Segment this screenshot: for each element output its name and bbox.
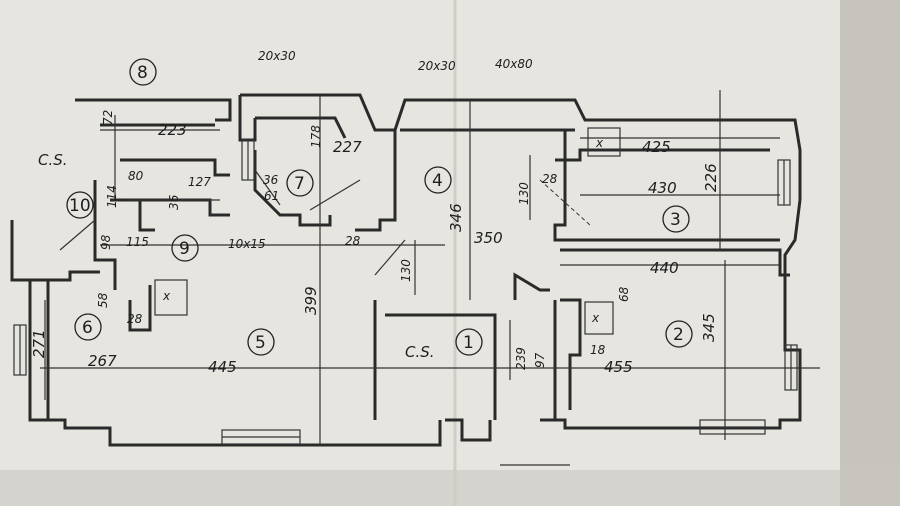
room-number-4: 4: [432, 171, 443, 191]
dim-room2-height: 345: [700, 313, 718, 342]
dim-18: 18: [590, 343, 606, 357]
room-marker-2: [665, 320, 693, 348]
dim-room4-width: 350: [474, 229, 503, 247]
dim-36-b: 36: [263, 173, 279, 187]
dim-room6-height: 271: [30, 329, 48, 358]
interior-walls: [46, 116, 790, 420]
dim-425: 425: [642, 138, 671, 156]
room-marker-8: [129, 58, 157, 86]
dim-room3-width: 430: [648, 179, 677, 197]
outer-walls: [10, 93, 802, 447]
radiator-left: [241, 139, 255, 181]
window-bottom-left: [221, 429, 301, 445]
room-number-9: 9: [179, 239, 190, 259]
paper-shadow-right: [840, 0, 900, 506]
header-label-1: 20x30: [258, 49, 296, 63]
room-marker-5: [247, 328, 275, 356]
room-number-2: 2: [673, 325, 684, 345]
dim-room5-height: 399: [302, 286, 320, 315]
dim-room8-width: 223: [158, 121, 187, 139]
room-marker-6: [74, 313, 102, 341]
dim-114: 114: [105, 185, 119, 208]
dim-room7-height: 178: [309, 125, 323, 148]
svg-text:x: x: [591, 311, 600, 325]
radiator-right: [777, 159, 791, 206]
cs-label-left: C.S.: [38, 151, 68, 169]
room-marker-1: [455, 328, 483, 356]
dim-28-b: 28: [345, 234, 361, 248]
room-marker-9: [171, 234, 199, 262]
room-number-5: 5: [255, 333, 266, 353]
dim-room8-height: 72: [101, 110, 115, 125]
header-label-2: 20x30: [418, 59, 456, 73]
room-number-1: 1: [463, 333, 474, 353]
fixture-box-room3: x: [587, 127, 621, 157]
dim-239: 239: [514, 347, 528, 370]
fixture-box-room2: x: [584, 301, 614, 335]
svg-text:x: x: [162, 289, 171, 303]
dim-room2-width: 455: [604, 358, 633, 376]
dim-28-a: 28: [542, 172, 558, 186]
dim-room7-width: 227: [333, 138, 362, 156]
paper-shadow-bottom: [0, 470, 900, 506]
room-marker-4: [424, 166, 452, 194]
room-marker-10: [66, 191, 94, 219]
room-number-8: 8: [137, 63, 148, 83]
window-left: [13, 324, 27, 376]
room-number-3: 3: [670, 210, 681, 230]
dim-58: 58: [96, 292, 110, 308]
dim-room4-height: 346: [447, 203, 465, 232]
cs-label-center: C.S.: [405, 343, 435, 361]
svg-text:x: x: [595, 136, 604, 150]
window-size-label: 10x15: [228, 237, 266, 251]
dim-130-b: 130: [399, 259, 413, 282]
dim-68: 68: [617, 286, 631, 302]
dim-room5-width: 445: [208, 358, 237, 376]
room-number-10: 10: [69, 196, 91, 216]
dim-room6-width: 267: [88, 352, 117, 370]
room-markers: 8 7 4 3 10 9 6 5 1 2: [66, 58, 693, 356]
dim-130-a: 130: [517, 182, 531, 205]
dim-127: 127: [188, 175, 211, 189]
dim-440: 440: [650, 259, 679, 277]
dim-97: 97: [533, 352, 547, 368]
dimension-lines: [40, 90, 820, 466]
room-number-7: 7: [294, 174, 305, 194]
dim-room3-height: 226: [702, 163, 720, 192]
window-bottom-right: [699, 419, 766, 435]
fixture-box-room5: x: [154, 279, 188, 316]
dim-61: 61: [264, 189, 279, 203]
dim-36-a: 36: [167, 194, 181, 210]
room-marker-3: [662, 205, 690, 233]
dim-28-c: 28: [127, 312, 143, 326]
room-number-6: 6: [82, 318, 93, 338]
dim-115: 115: [126, 235, 149, 249]
dim-98: 98: [99, 234, 113, 250]
dim-80: 80: [128, 169, 144, 183]
header-label-3: 40x80: [495, 57, 533, 71]
room-marker-7: [286, 169, 314, 197]
